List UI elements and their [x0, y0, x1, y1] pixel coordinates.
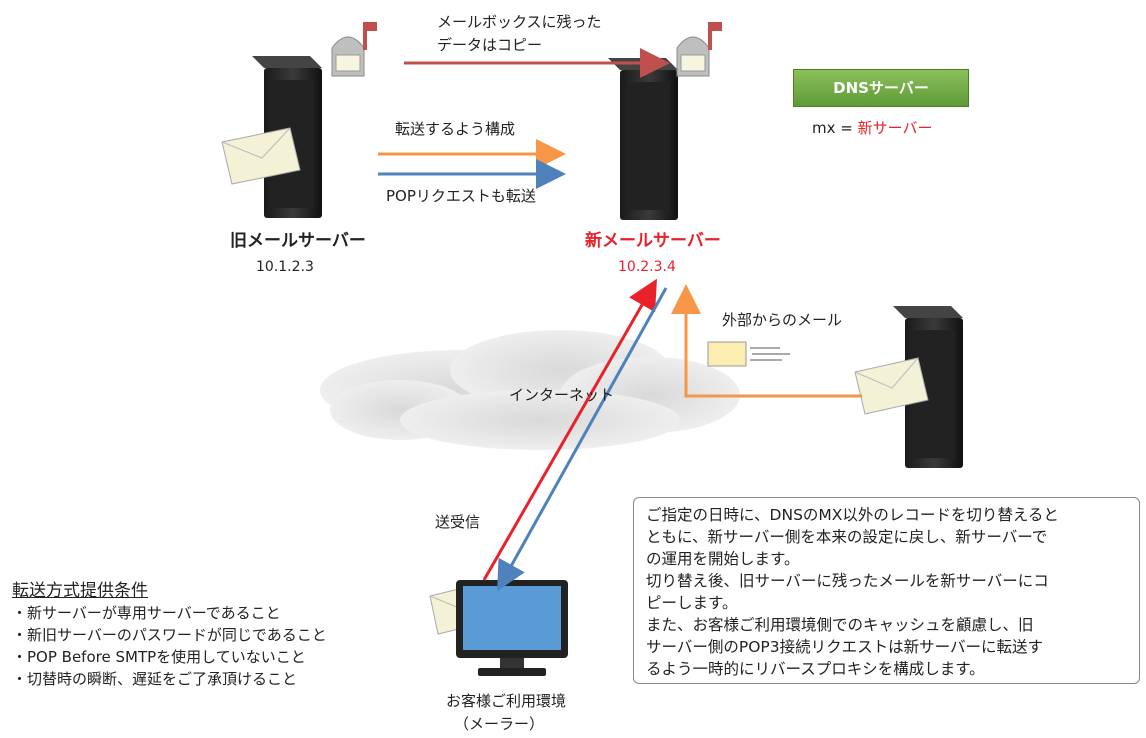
note-line: るよう一時的にリバースプロキシを構成します。 [646, 660, 985, 678]
client-label: お客様ご利用環境 [446, 692, 567, 710]
copy-label-2: データはコピー [437, 36, 543, 54]
moving-mail-icon [707, 341, 790, 367]
copy-label-1: メールボックスに残った [437, 13, 602, 31]
external-mail-arrow [671, 284, 862, 398]
client-sublabel: （メーラー） [454, 715, 545, 733]
envelope-icon [221, 127, 301, 185]
mailbox-icon [676, 22, 722, 77]
condition-item: ・切替時の瞬断、遅延をご了承頂けること [12, 670, 298, 688]
condition-item: ・新サーバーが専用サーバーであること [12, 604, 281, 622]
dns-server-box: DNSサーバー [793, 69, 969, 107]
client-pc-icon [456, 580, 568, 676]
pop-forward-label: POPリクエストも転送 [386, 187, 536, 205]
mailbox-icon [331, 22, 377, 77]
mx-value: 新サーバー [857, 119, 933, 137]
note-line: 切り替え後、旧サーバーに残ったメールを新サーバーにコ [646, 572, 1049, 590]
send-receive-label: 送受信 [435, 513, 481, 531]
note-line: ともに、新サーバー側を本来の設定に戻し、新サーバーで [646, 528, 1048, 546]
condition-item: ・新旧サーバーのパスワードが同じであること [12, 626, 327, 644]
new-server-icon [608, 58, 678, 220]
note-line: の運用を開始します。 [646, 550, 800, 568]
internet-label: インターネット [509, 386, 615, 404]
envelope-icon [854, 357, 929, 415]
condition-item: ・POP Before SMTPを使用していないこと [12, 648, 306, 666]
receive-arrow [497, 287, 668, 592]
forward-label: 転送するよう構成 [395, 120, 516, 138]
note-line: サーバー側のPOP3接続リクエストは新サーバーに転送す [646, 638, 1043, 656]
dns-mx-record: mx = 新サーバー [812, 118, 932, 138]
new-server-ip: 10.2.3.4 [618, 259, 676, 275]
note-box: ご指定の日時に、DNSのMX以外のレコードを切り替えると ともに、新サーバー側を… [633, 497, 1140, 684]
send-arrow [482, 278, 657, 581]
conditions-heading: 転送方式提供条件 [12, 581, 148, 601]
conditions-block: 転送方式提供条件 ・新サーバーが専用サーバーであること ・新旧サーバーのパスワー… [12, 580, 327, 690]
old-server-label: 旧メールサーバー [230, 231, 366, 251]
new-server-label: 新メールサーバー [585, 231, 721, 251]
note-line: ピーします。 [646, 594, 738, 612]
note-line: また、お客様ご利用環境側でのキャッシュを顧慮し、旧 [646, 616, 1034, 634]
external-mail-label: 外部からのメール [722, 311, 843, 329]
old-server-ip: 10.1.2.3 [256, 259, 314, 275]
note-line: ご指定の日時に、DNSのMX以外のレコードを切り替えると [646, 506, 1059, 524]
mx-prefix: mx = [812, 119, 858, 137]
